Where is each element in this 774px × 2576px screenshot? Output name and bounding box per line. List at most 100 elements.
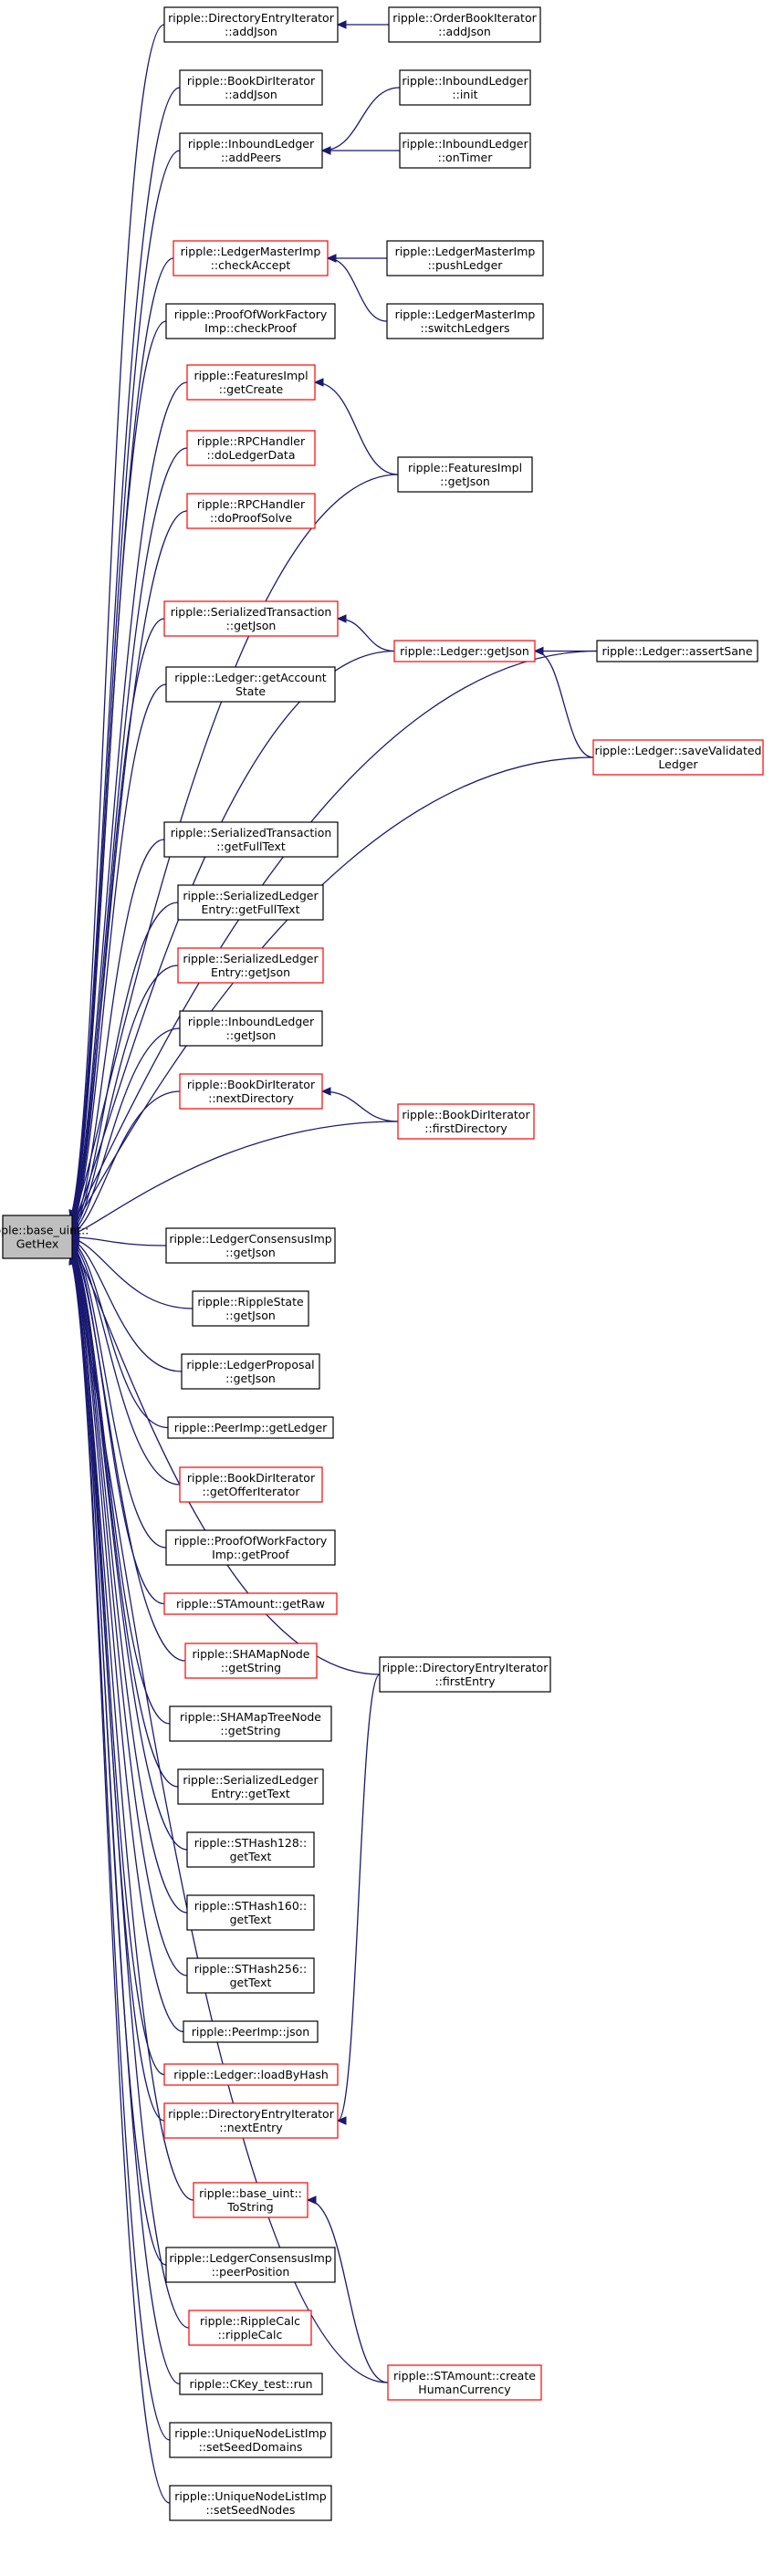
node-lp_getjson[interactable]: ripple::LedgerProposal::getJson (181, 1353, 320, 1390)
node-ledger_getjson[interactable]: ripple::Ledger::getJson (393, 640, 536, 662)
node-st_getjson[interactable]: ripple::SerializedTransaction::getJson (163, 600, 339, 637)
node-box-lp_getjson (181, 1353, 320, 1390)
node-label-lmi_switchledgers-0: ripple::LedgerMasterImp (395, 308, 536, 321)
node-box-st_getjson (163, 600, 339, 637)
node-label-il_init-0: ripple::InboundLedger (402, 74, 528, 88)
node-box-rpc_doledgerdata (186, 430, 316, 466)
edge-lci_getjson-to-root (69, 1236, 167, 1246)
node-label-peer_json-0: ripple::PeerImp::json (192, 2025, 309, 2039)
node-sth160_gettext[interactable]: ripple::STHash160::getText (186, 1894, 315, 1931)
node-ledger_assertsane[interactable]: ripple::Ledger::assertSane (596, 640, 758, 662)
arrowhead-bdi_firstdirectory-to-bdi_nextdirectory (320, 1087, 331, 1096)
node-sth256_gettext[interactable]: ripple::STHash256::getText (186, 1957, 315, 1994)
edge-sta_createhumancurrency-to-root (69, 1254, 389, 2383)
node-il_ontimer[interactable]: ripple::InboundLedger::onTimer (399, 132, 531, 169)
node-dei_firstentry[interactable]: ripple::DirectoryEntryIterator::firstEnt… (379, 1656, 551, 1693)
node-box-lmi_checkaccept (173, 240, 329, 276)
edge-rc_ripplecalc-to-root (69, 1253, 190, 2329)
node-label-rpc_doledgerdata-1: ::doLedgerData (207, 448, 296, 462)
node-label-ledger_loadbyhash-0: ripple::Ledger::loadByHash (173, 2068, 329, 2081)
node-label-il_getjson-1: ::getJson (226, 1028, 277, 1042)
node-peer_json[interactable]: ripple::PeerImp::json (183, 2020, 319, 2043)
node-rpc_doledgerdata[interactable]: ripple::RPCHandler::doLedgerData (186, 430, 316, 466)
node-box-ckey_run (179, 2373, 323, 2395)
node-rs_getjson[interactable]: ripple::RippleState::getJson (192, 1290, 309, 1327)
node-lmi_checkaccept[interactable]: ripple::LedgerMasterImp::checkAccept (173, 240, 329, 276)
node-box-unl_setseeddomains (169, 2422, 332, 2458)
node-box-ledger_assertsane (596, 640, 758, 662)
node-label-sle_getfulltext-0: ripple::SerializedLedger (183, 889, 319, 902)
node-il_init[interactable]: ripple::InboundLedger::init (399, 69, 531, 106)
node-lci_getjson[interactable]: ripple::LedgerConsensusImp::getJson (165, 1227, 336, 1264)
node-ckey_run[interactable]: ripple::CKey_test::run (179, 2373, 323, 2395)
node-dei_addjson[interactable]: ripple::DirectoryEntryIterator::addJson (163, 6, 339, 43)
node-smtn_getstring[interactable]: ripple::SHAMapTreeNode::getString (169, 1705, 332, 1742)
node-box-sle_gettext (177, 1768, 324, 1805)
node-bdi_firstdirectory[interactable]: ripple::BookDirIterator::firstDirectory (397, 1103, 535, 1140)
node-fi_getjson[interactable]: ripple::FeaturesImpl::getJson (397, 456, 533, 493)
node-sth128_gettext[interactable]: ripple::STHash128::getText (186, 1831, 315, 1868)
node-box-sth128_gettext (186, 1831, 315, 1868)
node-box-obi_addjson (388, 6, 541, 43)
node-rpc_doproofsolve[interactable]: ripple::RPCHandler::doProofSolve (186, 493, 316, 529)
node-label-bdi_firstdirectory-1: ::firstDirectory (424, 1121, 507, 1135)
node-ledger_loadbyhash[interactable]: ripple::Ledger::loadByHash (163, 2063, 339, 2086)
node-bu_tostring[interactable]: ripple::base_uint::ToString (193, 2182, 309, 2218)
node-lci_peerposition[interactable]: ripple::LedgerConsensusImp::peerPosition (165, 2247, 336, 2283)
node-box-lci_peerposition (165, 2247, 336, 2283)
edge-pow_checkproof-to-root (69, 320, 167, 1224)
edge-ledger_getjson-to-root (69, 650, 395, 1229)
node-label-lci_peerposition-0: ripple::LedgerConsensusImp (169, 2251, 331, 2265)
node-box-dei_addjson (163, 6, 339, 43)
node-label-st_getfulltext-0: ripple::SerializedTransaction (171, 826, 332, 840)
node-bdi_nextdirectory[interactable]: ripple::BookDirIterator::nextDirectory (179, 1073, 323, 1110)
node-box-bdi_addjson (179, 69, 323, 106)
node-il_addpeers[interactable]: ripple::InboundLedger::addPeers (179, 132, 323, 169)
node-lmi_switchledgers[interactable]: ripple::LedgerMasterImp::switchLedgers (386, 303, 544, 339)
node-rc_ripplecalc[interactable]: ripple::RippleCalc::rippleCalc (188, 2310, 312, 2346)
edge-rs_getjson-to-root (69, 1237, 194, 1309)
edge-lci_peerposition-to-root (69, 1252, 167, 2266)
node-sle_getfulltext[interactable]: ripple::SerializedLedgerEntry::getFullTe… (177, 884, 324, 921)
node-dei_nextentry[interactable]: ripple::DirectoryEntryIterator::nextEntr… (163, 2102, 339, 2139)
node-box-lmi_switchledgers (386, 303, 544, 339)
edge-sle_getfulltext-to-root (69, 902, 179, 1233)
node-unl_setseeddomains[interactable]: ripple::UniqueNodeListImp::setSeedDomain… (169, 2422, 332, 2458)
node-smn_getstring[interactable]: ripple::SHAMapNode::getString (184, 1643, 318, 1679)
node-label-obi_addjson-0: ripple::OrderBookIterator (392, 11, 537, 25)
node-box-il_addpeers (179, 132, 323, 169)
node-st_getfulltext[interactable]: ripple::SerializedTransaction::getFullTe… (163, 821, 339, 858)
node-sta_getraw[interactable]: ripple::STAmount::getRaw (163, 1592, 338, 1615)
node-fi_getcreate[interactable]: ripple::FeaturesImpl::getCreate (186, 364, 316, 401)
node-label-st_getfulltext-1: ::getFullText (216, 840, 286, 853)
edge-sle_gettext-to-root (69, 1245, 179, 1788)
edge-sth128_gettext-to-root (69, 1246, 188, 1851)
node-label-il_addpeers-1: ::addPeers (221, 151, 281, 164)
edge-bu_tostring-to-root (69, 1251, 194, 2201)
arrowhead-obi_addjson-to-dei_addjson (336, 20, 347, 29)
node-root[interactable]: ripple::base_uint::GetHex (0, 1215, 89, 1259)
node-bdi_addjson[interactable]: ripple::BookDirIterator::addJson (179, 69, 323, 106)
node-lmi_pushledger[interactable]: ripple::LedgerMasterImp::pushLedger (386, 240, 544, 276)
node-label-unl_setseeddomains-1: ::setSeedDomains (199, 2440, 303, 2454)
arrowhead-il_ontimer-to-il_addpeers (320, 146, 331, 155)
node-peer_getledger[interactable]: ripple::PeerImp::getLedger (167, 1416, 334, 1439)
node-obi_addjson[interactable]: ripple::OrderBookIterator::addJson (388, 6, 541, 43)
node-label-sle_getjson-0: ripple::SerializedLedger (183, 952, 319, 965)
node-il_getjson[interactable]: ripple::InboundLedger::getJson (179, 1010, 323, 1047)
node-unl_setseednodes[interactable]: ripple::UniqueNodeListImp::setSeedNodes (169, 2485, 332, 2521)
node-pow_checkproof[interactable]: ripple::ProofOfWorkFactoryImp::checkProo… (165, 303, 336, 339)
edge-rpc_doproofsolve-to-root (69, 510, 188, 1226)
edge-pow_getproof-to-root (69, 1241, 167, 1549)
node-bdi_getofferiterator[interactable]: ripple::BookDirIterator::getOfferIterato… (179, 1466, 323, 1503)
node-label-rs_getjson-1: ::getJson (225, 1309, 276, 1322)
node-label-lmi_checkaccept-1: ::checkAccept (211, 258, 291, 272)
node-box-dei_firstentry (379, 1656, 551, 1693)
